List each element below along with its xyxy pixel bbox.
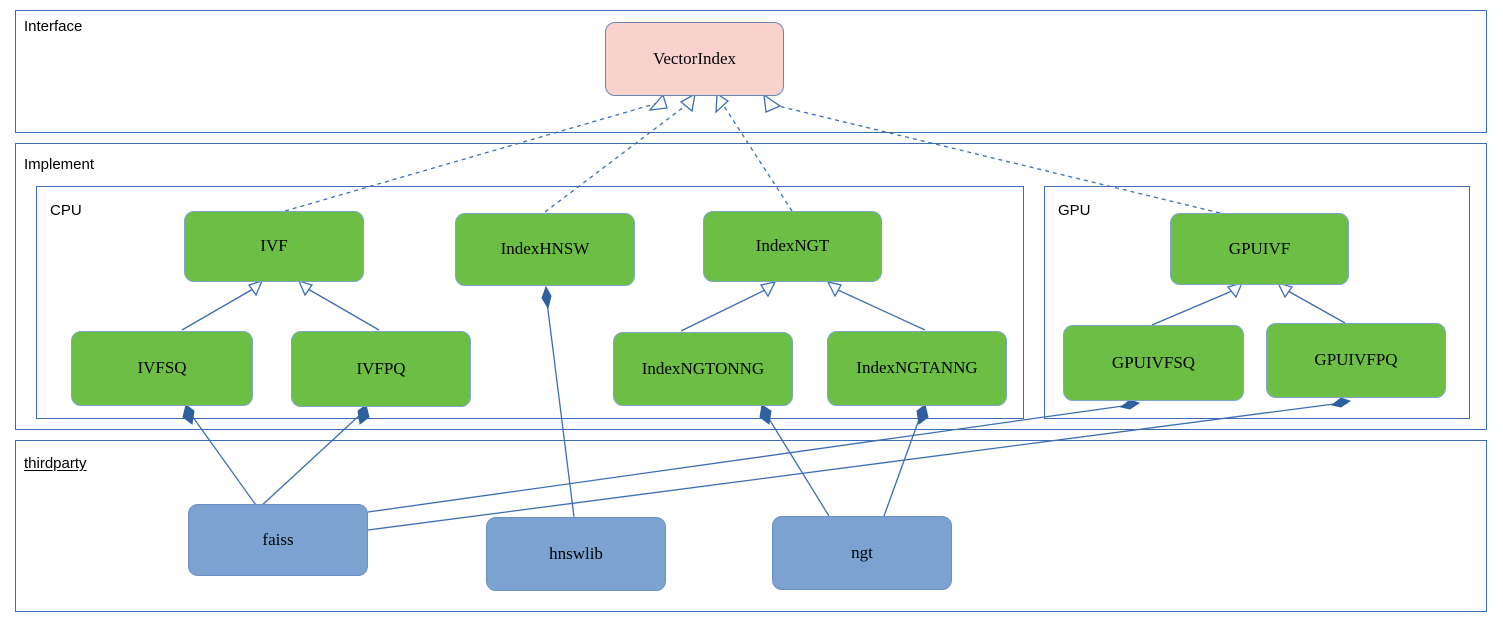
node-ivf-label: IVF (260, 236, 288, 256)
node-indexngt[interactable]: IndexNGT (703, 211, 882, 282)
realization-arrowhead-indexhnsw (679, 92, 696, 113)
package-implement-label: Implement (24, 156, 95, 173)
node-gpuivfpq-label: GPUIVFPQ (1314, 350, 1398, 370)
node-hnswlib-label: hnswlib (549, 543, 603, 563)
node-ngt-label: ngt (851, 542, 873, 562)
generalization-arrowhead-gpuivfsq (1226, 281, 1244, 299)
edge-ngt-to-indexngtanng (883, 413, 922, 517)
node-vectorindex[interactable]: VectorIndex (605, 22, 784, 96)
node-gpuivf[interactable]: GPUIVF (1170, 213, 1349, 285)
edge-faiss-to-gpuivfpq (367, 403, 1335, 531)
package-cpu (36, 186, 1024, 419)
composition-diamond-indexhnsw (541, 285, 552, 310)
node-indexngtonng[interactable]: IndexNGTONNG (613, 332, 793, 406)
package-thirdparty (15, 440, 1487, 612)
node-indexngtonng-label: IndexNGTONNG (641, 358, 765, 378)
composition-diamond-gpuivfpq (1330, 397, 1352, 408)
generalization-arrowhead-gpuivfpq (1276, 281, 1294, 299)
node-gpuivfsq-label: GPUIVFSQ (1111, 352, 1196, 372)
realization-arrowhead-gpuivf (763, 93, 782, 113)
node-gpuivfpq[interactable]: GPUIVFPQ (1266, 323, 1446, 398)
node-indexngt-label: IndexNGT (755, 236, 830, 256)
node-hnswlib[interactable]: hnswlib (486, 517, 666, 591)
node-indexngtanng-label: IndexNGTANNG (856, 358, 978, 378)
composition-diamond-ivfpq (357, 404, 370, 425)
composition-diamond-indexngtonng (759, 404, 772, 425)
package-interface-label: Interface (24, 18, 83, 35)
edge-ngt-to-indexngtonng (765, 413, 830, 517)
realization-arrowhead-ivf (648, 93, 668, 111)
node-vectorindex-label: VectorIndex (652, 48, 737, 68)
package-gpu-label: GPU (1058, 202, 1091, 219)
edge-ivfsq-to-ivf (181, 288, 254, 331)
node-ivfpq[interactable]: IVFPQ (291, 331, 471, 407)
node-ivf[interactable]: IVF (184, 211, 364, 282)
edge-gpuivfsq-to-gpuivf (1151, 290, 1233, 326)
package-implement (15, 143, 1487, 430)
edge-gpuivfpq-to-gpuivf (1287, 290, 1346, 324)
node-indexhnsw[interactable]: IndexHNSW (455, 213, 635, 286)
edge-indexngtonng-to-indexngt (680, 289, 766, 332)
composition-diamond-gpuivfsq (1119, 399, 1141, 410)
node-ivfsq[interactable]: IVFSQ (71, 331, 253, 406)
composition-diamond-indexngtanng (916, 404, 929, 425)
node-faiss[interactable]: faiss (188, 504, 368, 576)
node-ivfpq-label: IVFPQ (356, 358, 406, 378)
package-cpu-label: CPU (50, 202, 82, 219)
node-indexngtanng[interactable]: IndexNGTANNG (827, 331, 1007, 406)
package-gpu (1044, 186, 1470, 419)
edge-indexngtanng-to-indexngt (837, 289, 926, 331)
edge-indexngt-to-vectorindex (721, 102, 793, 212)
edge-hnswlib-to-indexhnsw (546, 301, 575, 518)
generalization-arrowhead-ivfsq (247, 279, 264, 297)
composition-diamond-ivfsq (182, 404, 195, 425)
package-interface (15, 10, 1487, 133)
node-gpuivfsq[interactable]: GPUIVFSQ (1063, 325, 1244, 401)
realization-arrowhead-indexngt (715, 92, 730, 114)
edge-faiss-to-ivfsq (189, 412, 259, 509)
edge-ivf-to-vectorindex (284, 102, 659, 212)
edge-indexhnsw-to-vectorindex (544, 102, 690, 213)
edge-faiss-to-ivfpq (258, 412, 363, 509)
node-ngt[interactable]: ngt (772, 516, 952, 590)
generalization-arrowhead-indexngtonng (759, 281, 777, 298)
generalization-arrowhead-indexngtanng (826, 281, 842, 298)
edge-ivfpq-to-ivf (307, 288, 380, 331)
edge-faiss-to-gpuivfsq (367, 405, 1124, 513)
package-thirdparty-label: thirdparty (24, 455, 87, 472)
node-ivfsq-label: IVFSQ (137, 358, 187, 378)
node-faiss-label: faiss (262, 529, 294, 549)
node-indexhnsw-label: IndexHNSW (500, 239, 590, 259)
node-gpuivf-label: GPUIVF (1228, 238, 1291, 258)
edge-gpuivf-to-vectorindex (769, 103, 1221, 214)
generalization-arrowhead-ivfpq (297, 279, 314, 297)
